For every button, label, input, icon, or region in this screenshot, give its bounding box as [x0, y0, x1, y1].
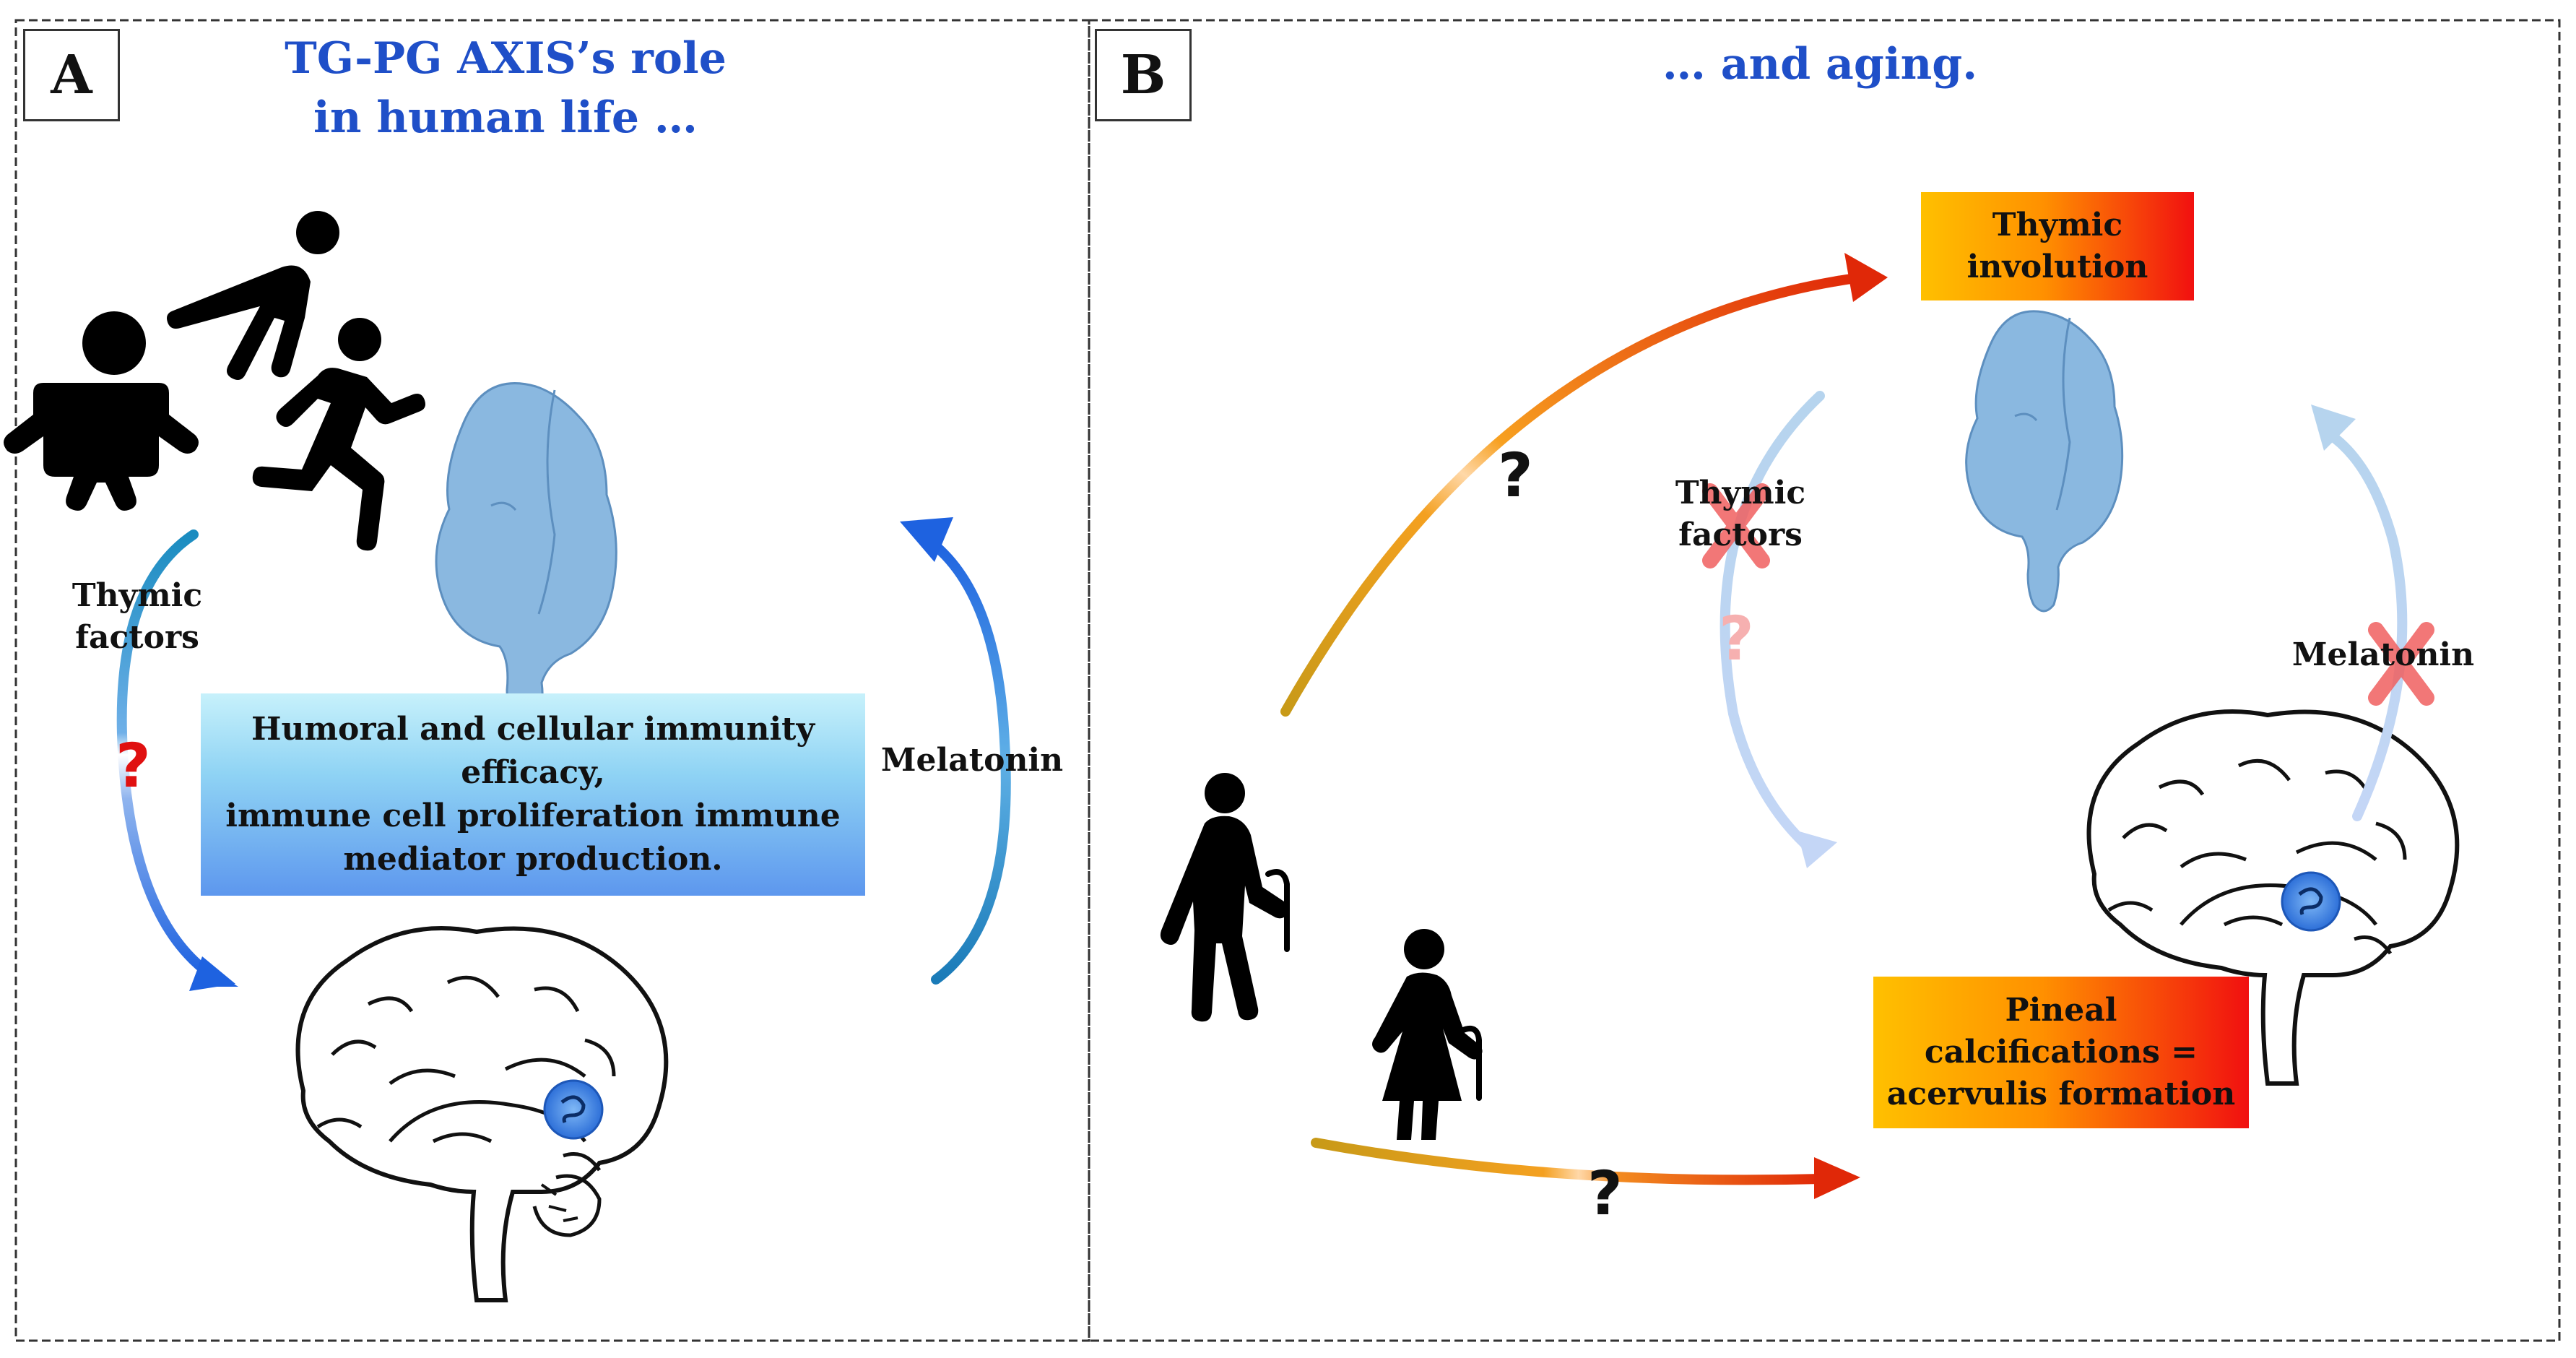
thymic-factors-label-a: Thymic factors [43, 575, 231, 659]
baby-icon [4, 311, 199, 511]
pineal-gland-icon [543, 1079, 604, 1140]
pineal-detail-icon [560, 1095, 586, 1123]
thymic-factors-label-a-line2: factors [75, 619, 199, 656]
elderly-man-icon [1160, 773, 1290, 1022]
brain-icon [295, 926, 669, 1302]
immunity-effects-box: Humoral and cellular immunity efficacy, … [201, 693, 865, 896]
cross-icon [2368, 622, 2434, 706]
melatonin-arrow-a [900, 517, 1011, 985]
thymic-factors-label-b: Thymic factors [1647, 472, 1834, 556]
melatonin-label-b: Melatonin [2291, 636, 2475, 673]
thymic-involution-box: Thymic involution [1921, 192, 2194, 300]
panel-a-title-line1: TG-PG AXIS’s role [285, 33, 727, 84]
pineal-calcification-text: Pineal calcifications = acervulis format… [1887, 990, 2235, 1115]
question-mark-lower-b: ? [1587, 1158, 1623, 1229]
panel-a-title-line2: in human life … [313, 92, 698, 143]
pineal-gland-icon [2281, 871, 2341, 932]
panel-b-letter: B [1095, 29, 1192, 121]
immunity-line3: immune cell proliferation immune [225, 797, 841, 834]
thymus-icon [1965, 310, 2124, 613]
thymic-involution-line2: involution [1966, 248, 2148, 285]
faded-melatonin-arrow-b [2311, 405, 2408, 821]
panel-a-letter: A [23, 29, 120, 121]
running-person-icon [252, 318, 425, 551]
immunity-line2: efficacy, [461, 754, 605, 791]
thymic-factors-arrow-a [116, 529, 238, 991]
immunity-line1: Humoral and cellular immunity [251, 711, 815, 748]
pineal-line2: calcifications = [1924, 1034, 2198, 1071]
thymus-icon [435, 382, 617, 735]
thymic-factors-label-a-line1: Thymic [71, 577, 203, 614]
panel-a-title: TG-PG AXIS’s role in human life … [231, 29, 780, 147]
aging-to-thymic-involution-arrow [1280, 253, 1888, 717]
pineal-line1: Pineal [2005, 992, 2117, 1029]
panel-b-border [1088, 19, 2561, 1342]
immunity-line4: mediator production. [343, 841, 723, 878]
thymic-involution-line1: Thymic [1992, 207, 2123, 243]
aging-to-pineal-calcification-arrow [1311, 1138, 1860, 1199]
melatonin-label-a: Melatonin [880, 742, 1064, 779]
cross-icon [1702, 483, 1770, 568]
faded-thymic-factors-arrow-b [1719, 391, 1837, 868]
immunity-effects-text: Humoral and cellular immunity efficacy, … [225, 708, 841, 881]
question-mark-upper-b: ? [1498, 440, 1533, 511]
elderly-woman-icon [1372, 929, 1483, 1140]
pineal-line3: acervulis formation [1886, 1076, 2236, 1112]
thymic-involution-text: Thymic involution [1967, 204, 2148, 288]
pineal-calcification-box: Pineal calcifications = acervulis format… [1873, 977, 2249, 1128]
panel-b-title: … and aging. [1662, 39, 1978, 90]
question-mark-faded-b: ? [1719, 603, 1754, 674]
pineal-detail-icon [2298, 887, 2323, 915]
question-mark-a: ? [116, 730, 151, 801]
crawling-person-icon [167, 211, 339, 380]
thymic-factors-label-b-line1: Thymic [1675, 475, 1806, 511]
thymic-factors-label-b-line2: factors [1678, 516, 1803, 553]
